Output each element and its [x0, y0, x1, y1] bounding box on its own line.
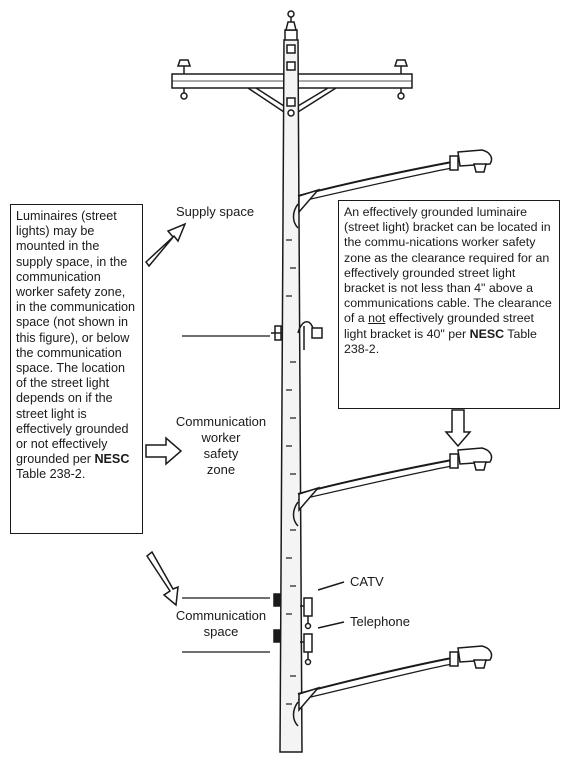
pole: [279, 39, 303, 753]
right-note-box: An effectively grounded luminaire (stree…: [338, 200, 560, 409]
space-boundary-lines: [182, 335, 270, 653]
worker-safety-zone-label: Communication worker safety zone: [166, 414, 276, 478]
left-note-nesc: NESC: [94, 452, 130, 467]
right-note-tail: Table 238-2.: [344, 326, 537, 356]
street-light-lower: [292, 645, 493, 727]
right-note-body: An effectively grounded luminaire (stree…: [344, 205, 552, 326]
pole-step-bolts: [286, 239, 296, 705]
right-note-text: An effectively grounded luminaire (stree…: [344, 205, 554, 357]
comm-label-line-1: Communication: [175, 608, 267, 623]
street-light-upper: [292, 149, 493, 229]
left-note-tail: Table 238-2.: [16, 467, 86, 482]
worker-label-line-4: zone: [206, 462, 236, 477]
telephone-attachment: [273, 621, 345, 666]
crossarm-insulator-left: [176, 59, 192, 100]
arrow-to-comm-space: [145, 550, 179, 607]
telephone-label: Telephone: [350, 614, 410, 629]
worker-label-line-3: safety: [203, 446, 239, 461]
right-note-not: not: [368, 311, 386, 326]
communication-space-label: Communication space: [166, 608, 276, 640]
arrow-to-middle-light: [444, 409, 472, 448]
left-note-body: Luminaires (street lights) may be mounte…: [16, 209, 136, 467]
supply-space-label: Supply space: [176, 204, 255, 219]
catv-attachment: [273, 581, 345, 630]
right-note-body-2: effectively grounded street light bracke…: [344, 311, 534, 341]
street-light-middle: [292, 447, 493, 527]
crossarm-insulator-right: [393, 59, 409, 100]
right-note-nesc: NESC: [469, 326, 505, 341]
worker-label-line-1: Communication: [175, 414, 267, 429]
catv-label: CATV: [350, 574, 384, 589]
worker-label-line-2: worker: [201, 430, 241, 445]
pole-top-insulator: [284, 10, 298, 45]
comm-label-line-2: space: [203, 624, 239, 639]
arrow-to-supply-space: [144, 222, 187, 268]
arrow-to-worker-zone: [145, 436, 183, 466]
left-note-box: Luminaires (street lights) may be mounte…: [10, 204, 143, 534]
boundary-hardware: [271, 321, 323, 350]
left-note-text: Luminaires (street lights) may be mounte…: [16, 209, 137, 483]
